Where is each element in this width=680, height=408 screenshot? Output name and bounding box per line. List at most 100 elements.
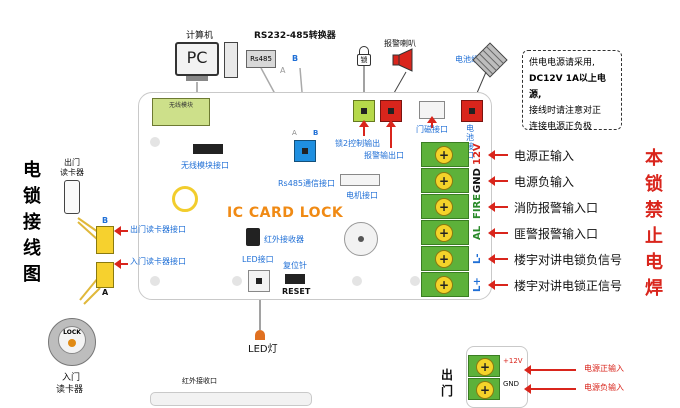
reset-button-label: RESET xyxy=(282,287,311,296)
left-title-char: 接 xyxy=(23,212,41,233)
exit-pin-a: A xyxy=(102,288,109,297)
left-title: 电锁接线图 xyxy=(20,158,44,288)
terminal-arrow xyxy=(488,280,508,290)
rs485-pin-b: B xyxy=(313,129,319,137)
pc-screen-text: PC xyxy=(186,48,208,67)
power-note: 供电电源请采用, DC12V 1A以上电源, 接线时请注意对正 连接电源正负极 xyxy=(522,50,622,132)
screw-icon: + xyxy=(435,276,453,294)
note-line: 接线时请注意对正 xyxy=(529,106,602,116)
terminal-description: 楼宇对讲电锁正信号 xyxy=(514,279,623,293)
reset-pin-label: 复位针 xyxy=(283,261,307,270)
screw-icon: + xyxy=(435,198,453,216)
yellow-ring-icon xyxy=(172,186,198,212)
terminal-description: 电源负输入 xyxy=(514,175,575,189)
screw-icon: + xyxy=(476,358,494,376)
entry-reader-face: LOCK xyxy=(58,326,86,354)
ir-receiver-icon xyxy=(246,228,260,246)
terminal-pin-label: 12V xyxy=(472,143,483,166)
reset-jumper xyxy=(285,274,305,284)
left-title-char: 电 xyxy=(23,160,41,181)
right-title-char: 止 xyxy=(645,226,663,247)
entry-reader-connector xyxy=(96,262,114,288)
exit-pin-b: B xyxy=(102,216,109,225)
mount-hole xyxy=(150,276,160,286)
screw-icon: + xyxy=(435,250,453,268)
converter-pin-a: A xyxy=(280,66,286,75)
terminal-description: 消防报警输入口 xyxy=(514,201,599,215)
lower-module-edge xyxy=(150,392,312,406)
terminal-screw-block: + xyxy=(421,220,469,245)
exit-reader-connector xyxy=(96,226,114,254)
entry-reader-dot xyxy=(68,339,76,347)
terminal-screw-block: + xyxy=(421,272,469,297)
lower-arrow xyxy=(524,384,576,394)
terminal-arrow xyxy=(488,202,508,212)
terminal-screw-block: + xyxy=(421,168,469,193)
terminal-pin-label: AL xyxy=(472,225,483,240)
led-lamp-icon xyxy=(255,330,265,340)
exit-reader-port-label: 出门读卡器接口 xyxy=(130,225,186,234)
lower-ir-label: 红外接收口 xyxy=(182,377,217,385)
lock2-arrow xyxy=(359,120,369,136)
terminal-arrow xyxy=(488,176,508,186)
mount-hole xyxy=(150,137,160,147)
terminal-description: 电源正输入 xyxy=(514,149,575,163)
lower-desc: 电源正输入 xyxy=(584,364,624,373)
alarm-arrow xyxy=(386,120,396,148)
left-title-char: 线 xyxy=(23,238,41,259)
connector-pin xyxy=(469,108,475,114)
terminal-pin-label: GND xyxy=(472,168,483,193)
entry-port-arrow xyxy=(114,259,128,269)
pc-tower-icon xyxy=(224,42,238,78)
entry-reader-label: 读卡器 xyxy=(56,385,84,395)
exit-reader-label: 读卡器 xyxy=(60,168,84,177)
terminal-description: 匪警报警输入口 xyxy=(514,227,599,241)
motor-connector xyxy=(340,174,380,186)
note-line: 供电电源请采用, xyxy=(529,58,595,68)
ir-receiver-label: 红外接收器 xyxy=(264,235,304,244)
exit-reader-label: 出门 xyxy=(64,158,80,167)
right-title-char: 电 xyxy=(645,252,663,273)
connector-pin xyxy=(256,278,262,284)
lock-icon-text: 锁 xyxy=(360,56,368,64)
connector-pin xyxy=(302,148,308,154)
terminal-arrow xyxy=(488,254,508,264)
rs485-pin-a: A xyxy=(292,129,297,137)
converter-icon: Rs485 xyxy=(246,50,276,68)
screw-icon: + xyxy=(435,224,453,242)
connector-pin xyxy=(361,108,367,114)
horn-label: 报警喇叭 xyxy=(384,39,416,48)
note-line: 连接电源正负极 xyxy=(529,122,593,132)
computer-label: 计算机 xyxy=(186,31,214,41)
lock-shackle-icon xyxy=(359,46,369,55)
led-port-label: LED接口 xyxy=(242,255,274,264)
exit-reader-icon xyxy=(64,180,80,214)
terminal-pin-label: L- xyxy=(472,253,483,264)
note-line: DC12V 1A以上电源, xyxy=(529,74,606,100)
converter-chip-text: Rs485 xyxy=(250,55,272,63)
wireless-port-label: 无线模块接口 xyxy=(181,161,229,170)
right-title: 本锁禁止电焊 xyxy=(642,146,666,302)
terminal-arrow xyxy=(488,150,508,160)
right-title-char: 焊 xyxy=(645,278,663,299)
entry-reader-port-label: 入门读卡器接口 xyxy=(130,257,186,266)
exit-port-arrow xyxy=(114,226,128,236)
lower-board-title: 出 xyxy=(441,368,454,382)
battery-port-label: 电池接口 xyxy=(466,124,474,160)
entry-reader-badge: LOCK xyxy=(63,329,81,336)
converter-pin-b: B xyxy=(292,54,299,63)
battery-icon xyxy=(472,42,508,78)
mount-hole xyxy=(410,276,420,286)
door-magnet-arrow xyxy=(427,116,437,128)
terminal-arrow xyxy=(488,228,508,238)
led-lamp-label: LED灯 xyxy=(248,344,278,355)
lower-desc: 电源负输入 xyxy=(584,383,624,392)
battery-label: 电池组 xyxy=(455,55,479,64)
terminal-screw-block: + xyxy=(421,246,469,271)
rs485-port-label: Rs485通信接口 xyxy=(278,179,335,188)
converter-label: RS232-485转换器 xyxy=(254,31,336,41)
lock2-label: 锁2控制输出 xyxy=(335,139,381,148)
terminal-screw-block: + xyxy=(421,142,469,167)
wireless-module: 无线模块 xyxy=(152,98,210,126)
board-title: IC CARD LOCK xyxy=(227,205,344,221)
